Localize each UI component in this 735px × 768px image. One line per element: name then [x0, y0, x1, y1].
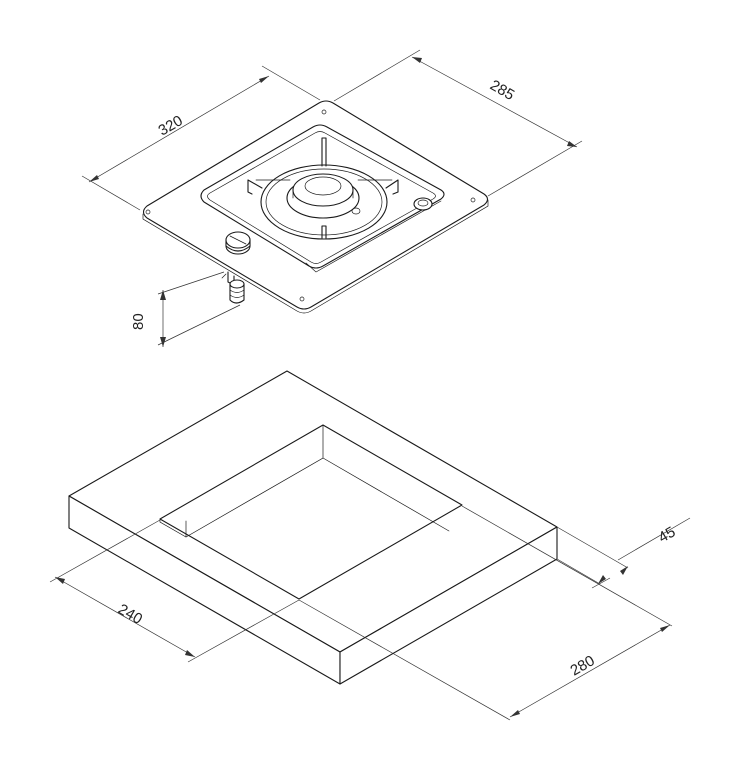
label-hob-height: 80 [130, 313, 147, 330]
countertop [68, 370, 558, 685]
hob-plate-edge [142, 199, 489, 314]
cutout-inner-wall-right [322, 457, 450, 532]
pan-support-ring-inner [265, 168, 383, 236]
label-hob-width: 320 [156, 112, 186, 139]
hob-tray [200, 124, 445, 269]
label-cutout-width: 280 [568, 652, 598, 679]
pan-support-arm-right [385, 179, 399, 195]
burner-cap-top [304, 176, 342, 196]
gas-hob [142, 100, 489, 314]
label-hob-depth: 285 [487, 77, 517, 104]
pan-support-arm-front [321, 225, 327, 239]
mount-hole-top [321, 109, 327, 115]
dimension-counter-height: 45 [556, 517, 691, 589]
hob-tray-front-lip [305, 200, 442, 273]
pan-support-arm-left [247, 179, 263, 195]
pan-support-arm-back [321, 137, 327, 167]
mount-hole-bottom [299, 296, 305, 302]
burner-cap [292, 173, 354, 207]
ignition-tip [351, 207, 361, 215]
control-knob [225, 231, 251, 255]
mount-hole-left [145, 209, 151, 215]
pan-support-ring [260, 164, 388, 240]
label-cutout-depth: 240 [115, 601, 145, 628]
gas-connector [221, 271, 245, 304]
countertop-top-face [68, 370, 558, 653]
dimension-hob-height: 80 [130, 271, 241, 347]
mount-hole-right [470, 197, 476, 203]
hob-tray-inner [207, 131, 436, 264]
cutout-opening [159, 424, 463, 600]
label-counter-height: 45 [656, 523, 679, 546]
